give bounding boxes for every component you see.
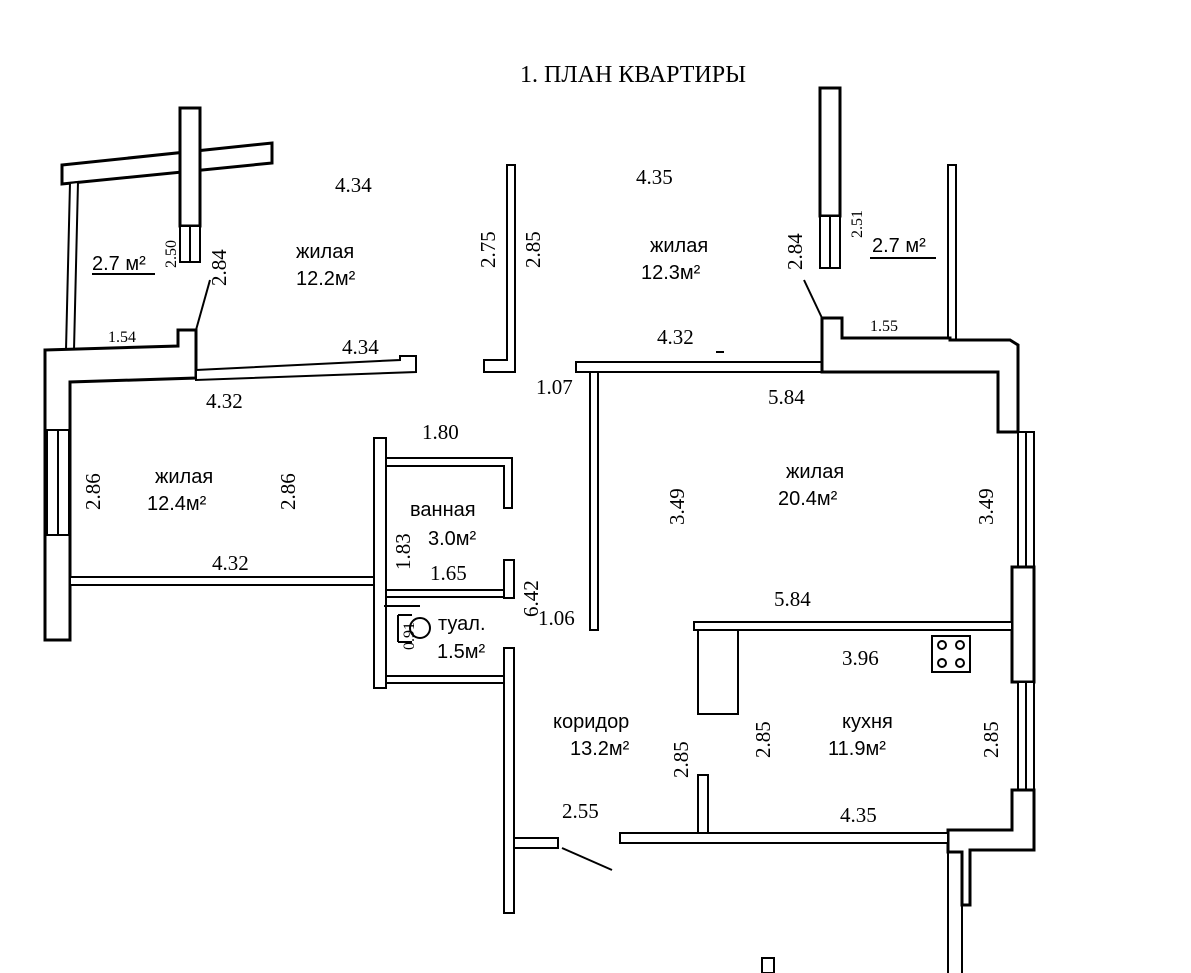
dimension-label: 3.49 — [974, 488, 998, 525]
room-name: жилая — [786, 461, 844, 483]
dimension-label: 2.86 — [276, 473, 300, 510]
room-name: жилая — [296, 241, 354, 263]
room-area: 1.5м² — [437, 641, 486, 663]
dimension-label: 4.34 — [342, 335, 379, 359]
room-name: жилая — [155, 466, 213, 488]
room-area: 11.9м² — [828, 738, 886, 760]
dimension-label: 4.35 — [636, 165, 673, 189]
dimension-label: 2.85 — [521, 231, 545, 268]
dimension-label: 1.55 — [870, 318, 898, 335]
dimension-label: 2.85 — [669, 741, 693, 778]
dimension-label: 5.84 — [774, 587, 811, 611]
room-area: 3.0м² — [428, 528, 477, 550]
dimension-label: 3.96 — [842, 646, 879, 670]
dimension-label: 4.32 — [206, 389, 243, 413]
toilet-icon — [397, 614, 431, 643]
room-name: ванная — [410, 499, 476, 521]
dimension-label: 1.54 — [108, 329, 136, 346]
plan-title: 1. ПЛАН КВАРТИРЫ — [520, 62, 746, 88]
dimension-label: 2.50 — [163, 240, 180, 268]
dimension-label: 2.85 — [751, 721, 775, 758]
dimension-label: 0.91 — [401, 622, 418, 650]
dimension-label: 2.75 — [476, 231, 500, 268]
dimension-label: 1.83 — [391, 533, 415, 570]
dimensions: 4.34 4.35 2.50 2.84 2.75 2.85 2.84 2.51 … — [81, 165, 1003, 827]
dimension-label: 4.32 — [212, 551, 249, 575]
dimension-label: 2.84 — [207, 249, 231, 286]
dimension-label: 1.07 — [536, 375, 573, 399]
dimension-label: 1.80 — [422, 420, 459, 444]
dimension-label: 3.49 — [665, 488, 689, 525]
balcony-area: 2.7 м² — [872, 235, 926, 257]
dimension-label: 2.84 — [783, 233, 807, 270]
dimension-label: 5.84 — [768, 385, 805, 409]
dimension-label: 2.85 — [979, 721, 1003, 758]
balcony-area: 2.7 м² — [92, 253, 146, 275]
dimension-label: 4.32 — [657, 325, 694, 349]
room-name: кухня — [842, 711, 893, 733]
dimension-label: 1.06 — [538, 606, 575, 630]
room-area: 12.2м² — [296, 268, 356, 290]
stove-icon — [931, 635, 971, 673]
room-area: 20.4м² — [778, 488, 838, 510]
dimension-label: 2.55 — [562, 799, 599, 823]
dimension-label: 2.86 — [81, 473, 105, 510]
dimension-label: 2.51 — [849, 210, 866, 238]
dimension-label: 4.34 — [335, 173, 372, 197]
room-area: 13.2м² — [570, 738, 630, 760]
room-name: туал. — [438, 613, 486, 635]
dimension-label: 1.65 — [430, 561, 467, 585]
dimension-label: 6.42 — [519, 580, 543, 617]
room-name: жилая — [650, 235, 708, 257]
walls — [43, 86, 1036, 973]
room-labels: жилая 12.2м² жилая 12.3м² жилая 12.4м² ж… — [92, 235, 926, 760]
dimension-label: 4.35 — [840, 803, 877, 827]
room-area: 12.3м² — [641, 262, 701, 284]
room-name: коридор — [553, 711, 629, 733]
room-area: 12.4м² — [147, 493, 207, 515]
